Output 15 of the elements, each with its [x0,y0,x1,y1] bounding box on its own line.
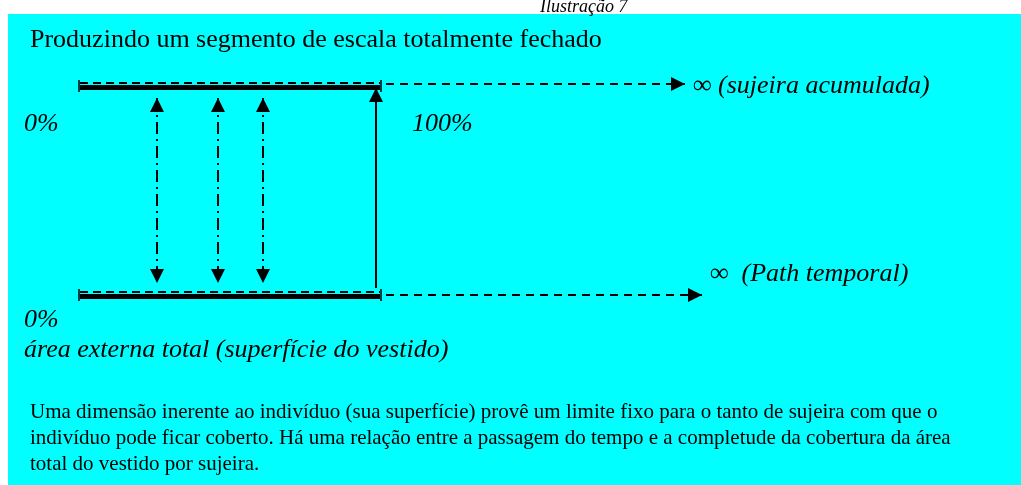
arrow [150,97,164,284]
percent-label: 0% [24,304,59,334]
node-label: ∞ (Path temporal) [710,256,970,290]
arrow [385,288,703,302]
percent-label: 100% [412,108,473,138]
arrow [256,97,270,284]
diagram-title: Produzindo um segmento de escala totalmente fechado [30,24,602,54]
arrow [211,97,225,284]
description-paragraph: Uma dimensão inerente ao indivíduo (sua superfície) provê um limite fixo para o tanto de sujeira com que o indivíduo pode ficar coberto. Há uma relação entre a passagem do tempo e a completude da cobertura da área total do vestido por sujeira. [30,398,952,476]
italic-caption-label: Ilustração 7 [540,0,628,16]
arrow [369,87,383,289]
arrow [385,77,686,91]
percent-label: 0% [24,108,59,138]
axis-caption: área externa total (superfície do vestido) [24,334,449,364]
node-label: ∞ (sujeira acumulada) [693,68,993,102]
